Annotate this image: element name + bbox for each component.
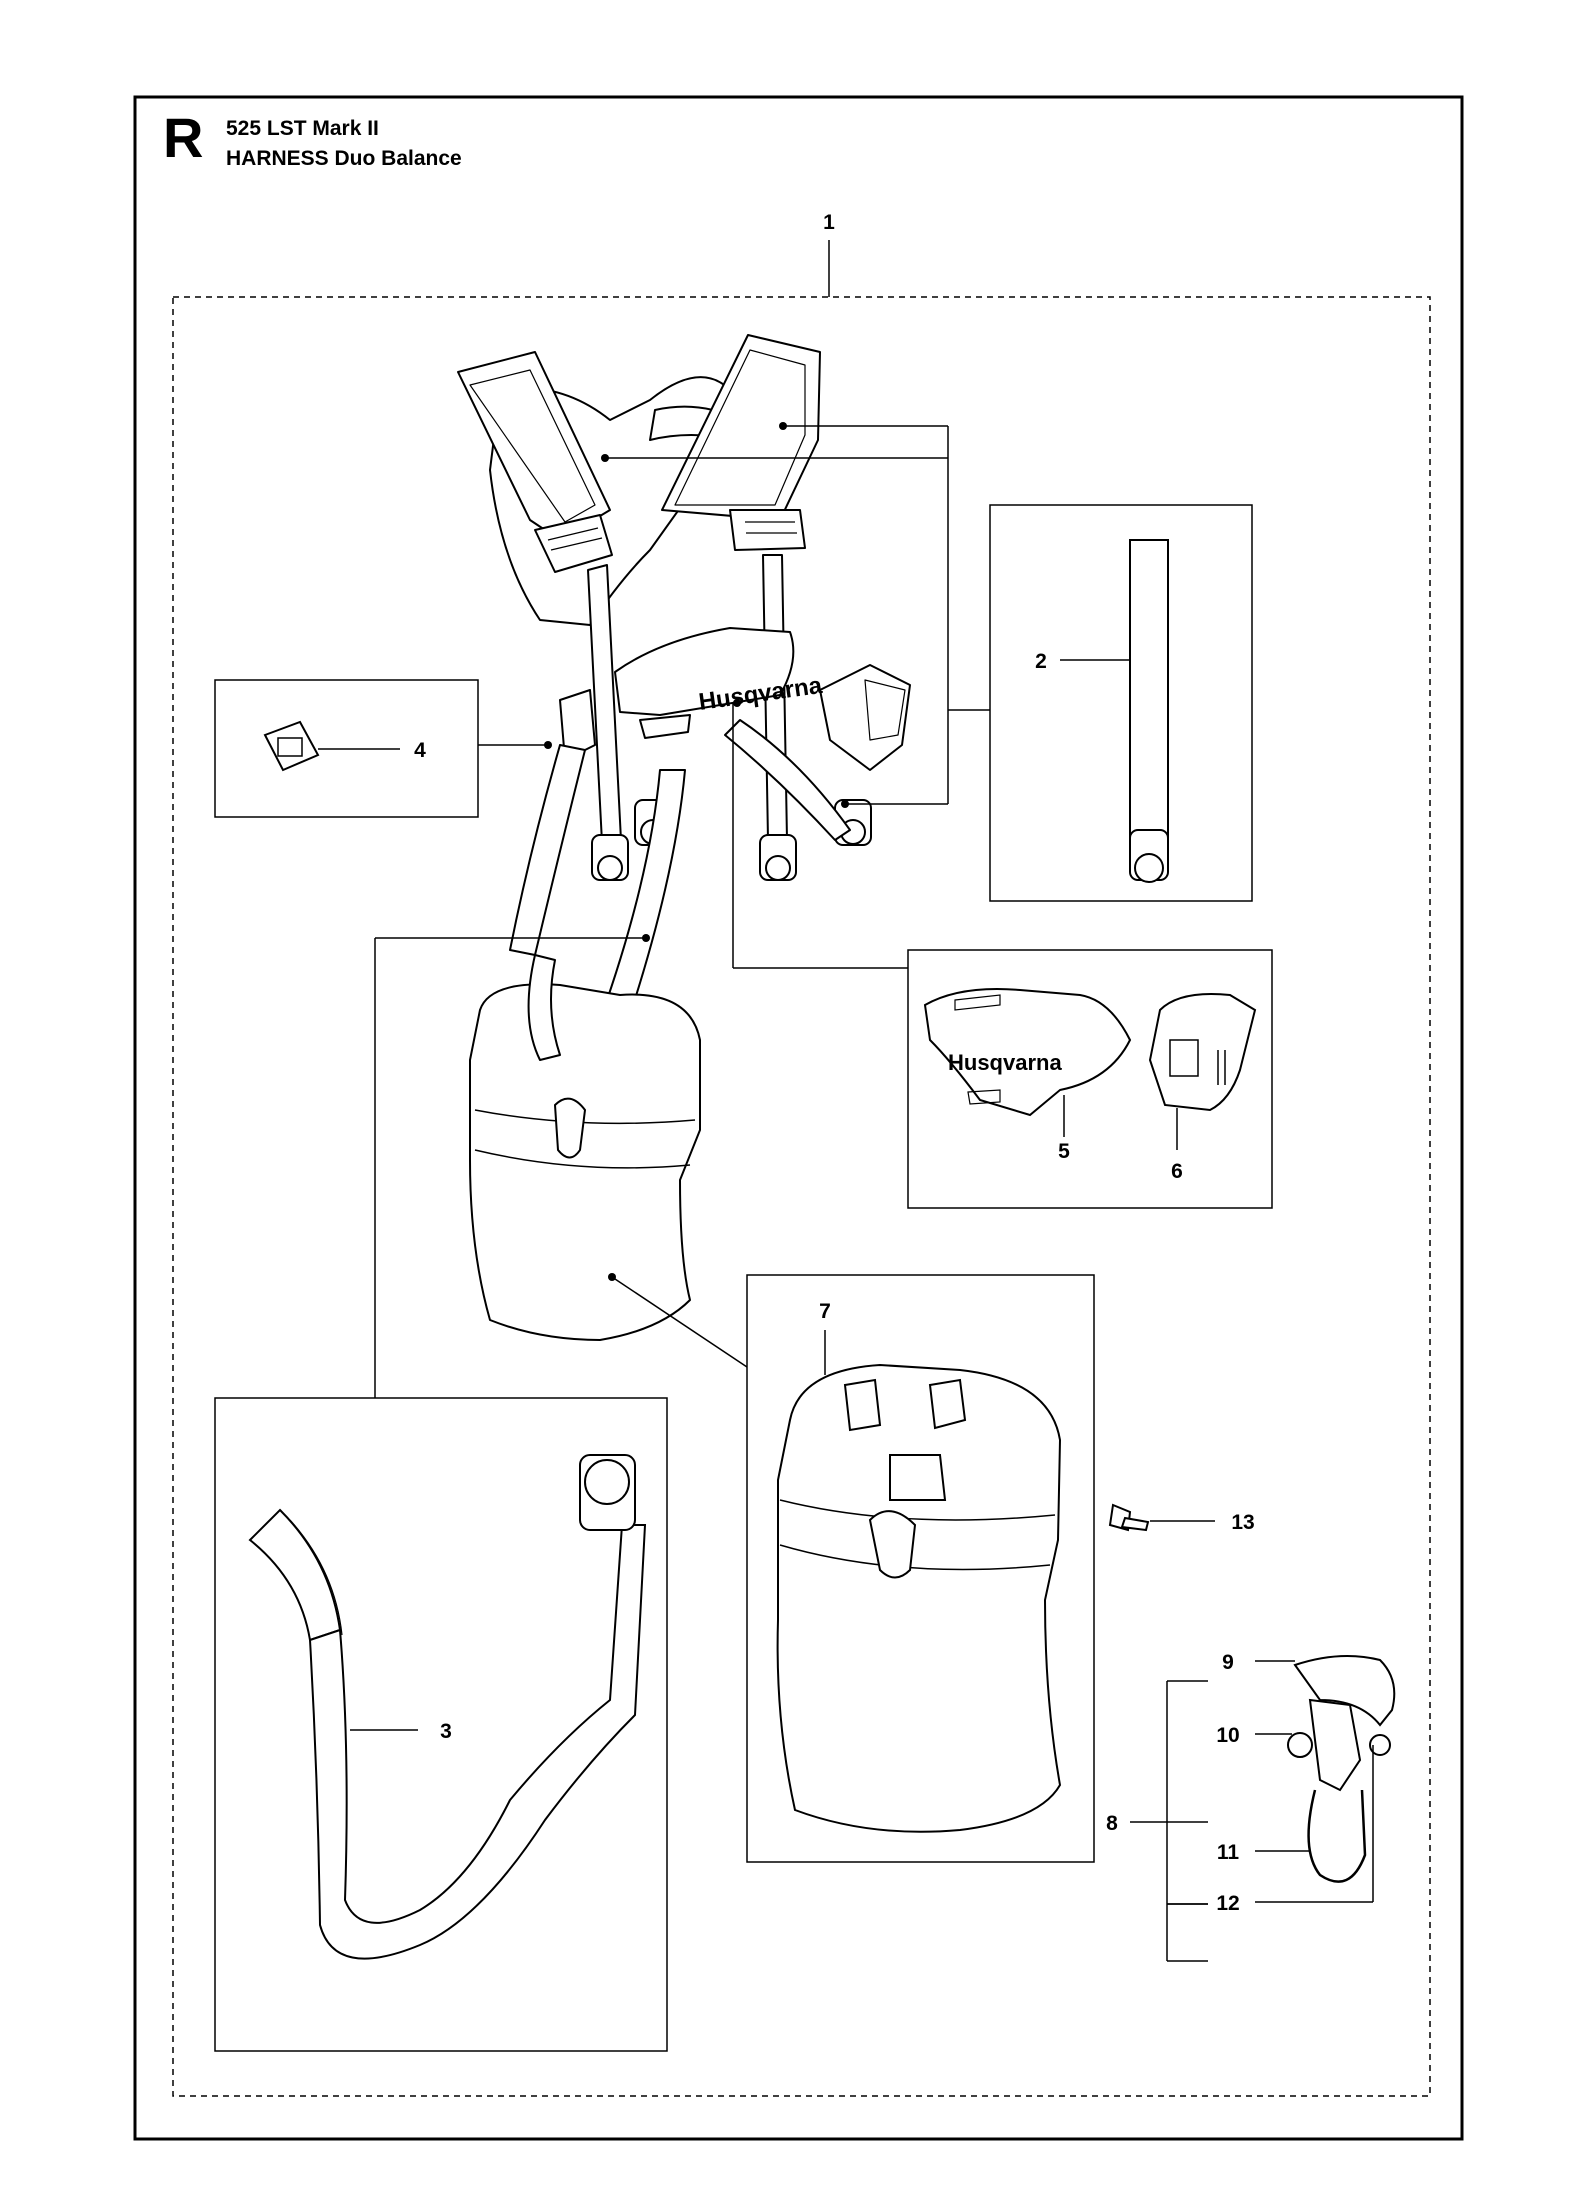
callout-4: 4 xyxy=(414,739,426,762)
detail-box-3 xyxy=(214,1397,668,2052)
callout-8: 8 xyxy=(1106,1812,1118,1835)
callout-13: 13 xyxy=(1231,1511,1254,1534)
callout-9: 9 xyxy=(1222,1651,1234,1674)
callout-12: 12 xyxy=(1216,1892,1239,1915)
detail-box-5-6 xyxy=(907,949,1273,1209)
clip-assembly-illustration xyxy=(1287,1655,1396,1883)
chest-plate-part-illustration xyxy=(923,988,1132,1117)
strap-part-illustration xyxy=(1129,539,1169,883)
section-letter: R xyxy=(163,106,204,169)
husqvarna-logo-part5: Husqvarna xyxy=(948,1050,1062,1075)
leg-strap-part-illustration xyxy=(248,1454,647,1960)
callout-10: 10 xyxy=(1216,1724,1239,1747)
screw-part-illustration xyxy=(1108,1503,1150,1532)
assembly-boundary xyxy=(172,296,1431,2097)
detail-box-4 xyxy=(214,679,479,818)
callout-7: 7 xyxy=(819,1300,831,1323)
side-pad-part-illustration xyxy=(1148,993,1257,1112)
detail-box-7 xyxy=(746,1274,1095,1863)
assembly-title: HARNESS Duo Balance xyxy=(226,147,462,170)
callout-6: 6 xyxy=(1171,1160,1183,1183)
harness-assembly-illustration xyxy=(457,334,911,1341)
callout-1: 1 xyxy=(823,211,835,234)
callout-11: 11 xyxy=(1217,1841,1240,1864)
callout-2: 2 xyxy=(1035,650,1047,673)
outer-frame xyxy=(133,95,1464,2141)
buckle-part-illustration xyxy=(263,720,320,772)
detail-box-2 xyxy=(989,504,1253,902)
callout-3: 3 xyxy=(440,1720,452,1743)
callout-5: 5 xyxy=(1058,1140,1070,1163)
bag-part-illustration xyxy=(776,1363,1062,1833)
model-name: 525 LST Mark II xyxy=(226,117,379,140)
